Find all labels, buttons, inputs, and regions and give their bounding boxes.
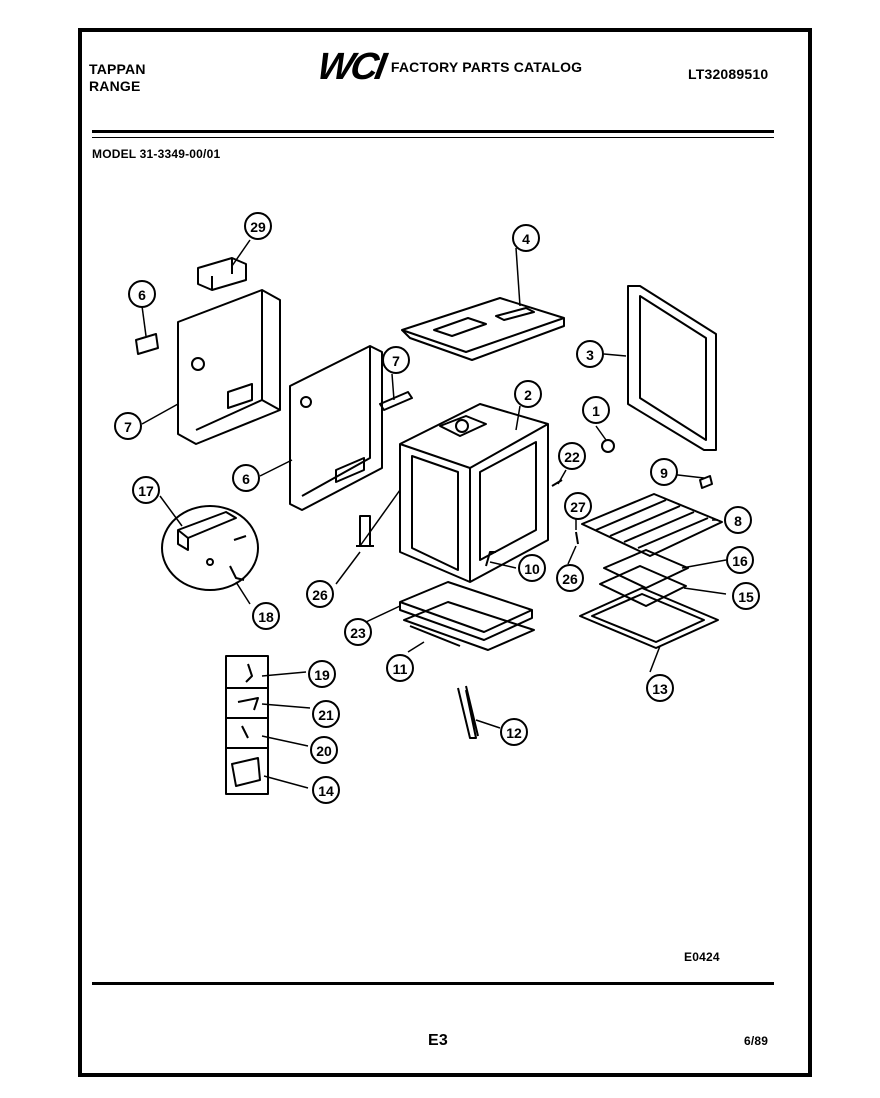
callout-15 — [646, 674, 674, 702]
callout-7 — [114, 412, 142, 440]
callout-label: 11 — [393, 661, 408, 677]
part-11-clip — [699, 475, 713, 489]
catalog-header: WCI FACTORY PARTS CATALOG — [314, 46, 583, 88]
callout-label: 27 — [570, 499, 586, 515]
callout-label: 14 — [318, 783, 334, 799]
part-1-knob — [601, 439, 615, 453]
callout-1 — [582, 396, 610, 424]
callout-label: 21 — [318, 707, 334, 723]
header-rule — [92, 130, 774, 133]
page-number: E3 — [428, 1032, 448, 1049]
revision-date: 6/89 — [744, 1034, 769, 1048]
callout-26b — [556, 564, 584, 592]
callout-18 — [726, 546, 754, 574]
callout-28 — [306, 580, 334, 608]
callout-12 — [518, 554, 546, 582]
callout-20 — [252, 602, 280, 630]
callout-8 — [128, 280, 156, 308]
leader-lines — [141, 239, 727, 789]
callout-2 — [514, 380, 542, 408]
callout-label: 3 — [586, 347, 594, 363]
part-2-oven-cavity — [399, 403, 549, 583]
callout-29 — [244, 212, 272, 240]
callout-11 — [650, 458, 678, 486]
brand-block: TAPPAN RANGE — [89, 61, 146, 95]
part-9-strip — [379, 391, 413, 411]
callout-6 — [232, 464, 260, 492]
part-29-bracket — [197, 257, 247, 291]
callout-3 — [576, 340, 604, 368]
callout-label: 10 — [524, 561, 540, 577]
callout-13 — [386, 654, 414, 682]
callout-19 — [132, 476, 160, 504]
callout-label: 22 — [564, 449, 580, 465]
callout-21 — [308, 660, 336, 688]
catalog-title: FACTORY PARTS CATALOG — [390, 59, 583, 75]
part-3-door — [627, 285, 717, 451]
callout-label: 23 — [350, 625, 366, 641]
callout-24 — [558, 442, 586, 470]
product-type: RANGE — [89, 78, 141, 94]
callout-label: 6 — [138, 287, 146, 303]
detail-circle-19-20 — [161, 505, 259, 591]
callout-27 — [564, 492, 592, 520]
catalog-part-number: LT32089510 — [688, 66, 769, 82]
callout-label-7: 7 — [124, 419, 132, 435]
callout-label: 2 — [524, 387, 532, 403]
diagram-code: E0424 — [684, 950, 720, 964]
callout-label: 20 — [316, 743, 332, 759]
callout-label: 1 — [592, 403, 600, 419]
part-6-side-panel — [289, 345, 383, 511]
callout-label: 7 — [392, 353, 400, 369]
callout-label: 18 — [258, 609, 274, 625]
callout-10 — [724, 506, 752, 534]
callout-label: 13 — [652, 681, 668, 697]
callout-25 — [344, 618, 372, 646]
part-15-drawer — [579, 587, 719, 649]
callout-label: 29 — [250, 219, 266, 235]
callout-label: 26 — [562, 571, 578, 587]
header-rule-thin — [92, 137, 774, 138]
callout-23 — [312, 700, 340, 728]
callout-17 — [732, 582, 760, 610]
part-12-hook — [485, 551, 496, 567]
callout-label: 19 — [314, 667, 330, 683]
callout-label: 12 — [506, 725, 522, 741]
brand-name: TAPPAN — [89, 61, 146, 77]
parts-stack-16-21-22-23 — [225, 655, 269, 795]
part-4-top-cover — [401, 297, 565, 361]
callout-16 — [312, 776, 340, 804]
callout-label: 9 — [660, 465, 668, 481]
callout-label: 16 — [732, 553, 748, 569]
callout-9 — [382, 346, 410, 374]
part-10-oven-rack — [581, 493, 723, 557]
part-8-plate — [135, 333, 159, 355]
callout-14 — [500, 718, 528, 746]
page-frame — [78, 28, 812, 1077]
callout-4 — [512, 224, 540, 252]
footer-rule — [92, 982, 774, 985]
part-7-back-panel — [177, 289, 281, 445]
callout-label-6: 6 — [242, 471, 250, 487]
part-27-screw — [575, 531, 579, 545]
part-18-broiler-grid — [603, 549, 689, 589]
part-13-base — [403, 601, 535, 651]
part-25-bottom-tray — [399, 581, 533, 641]
callout-label: 8 — [734, 513, 742, 529]
callout-label: 17 — [138, 483, 154, 499]
callout-label: 26 — [312, 587, 328, 603]
callout-22 — [310, 736, 338, 764]
callout-label: 4 — [522, 231, 530, 247]
callout-label: 15 — [738, 589, 754, 605]
model-number: MODEL 31-3349-00/01 — [92, 147, 221, 161]
part-14-heating-element — [457, 685, 479, 739]
